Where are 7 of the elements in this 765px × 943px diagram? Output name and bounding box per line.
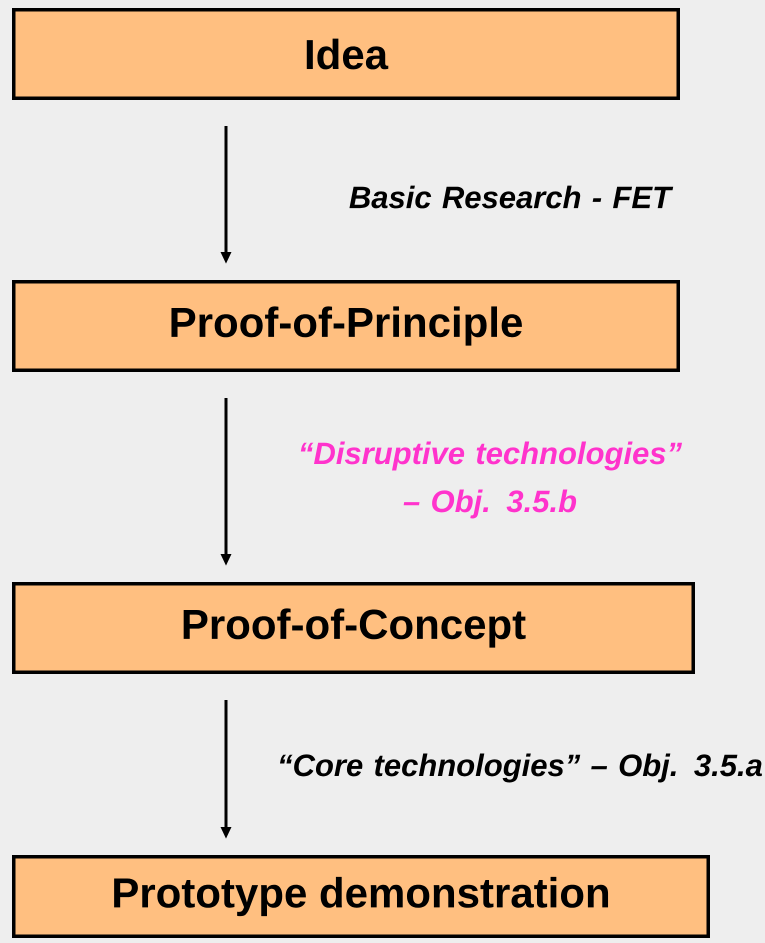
- process-box: Idea: [12, 8, 680, 100]
- process-box: Proof-of-Principle: [12, 280, 680, 372]
- edge-label: “Disruptive technologies” – Obj. 3.5.b: [300, 442, 682, 518]
- process-box: Proof-of-Concept: [12, 582, 695, 674]
- edge-label: Basic Research - FET: [349, 186, 674, 208]
- edge-label: “Core technologies” – Obj. 3.5.a: [280, 754, 762, 782]
- process-box: Prototype demonstration: [12, 855, 710, 938]
